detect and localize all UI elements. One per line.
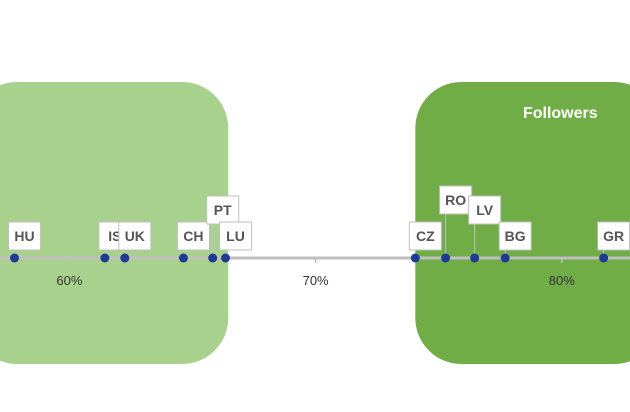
country-label-is: IS bbox=[108, 228, 121, 244]
zones: Followers bbox=[0, 82, 630, 364]
marker-bg bbox=[500, 253, 510, 263]
zone-title-followers: Followers bbox=[523, 105, 598, 122]
country-label-pt: PT bbox=[214, 202, 232, 218]
marker-is bbox=[100, 253, 110, 263]
country-label-lu: LU bbox=[226, 228, 245, 244]
label-box-ch bbox=[176, 221, 210, 251]
label-box-gr bbox=[597, 221, 630, 251]
label-box-lu bbox=[219, 221, 253, 251]
marker-ro bbox=[441, 253, 451, 263]
labels: HUISUKCHPTLUCZROLVBGGRH bbox=[8, 185, 630, 251]
ticks: 60% 70% 80% bbox=[56, 258, 575, 288]
marker-uk bbox=[120, 253, 130, 263]
marker-lv bbox=[470, 253, 480, 263]
country-label-uk: UK bbox=[125, 228, 145, 244]
marker-hu bbox=[10, 253, 20, 263]
country-label-ro: RO bbox=[445, 192, 466, 208]
marker-gr bbox=[599, 253, 609, 263]
marker-ch bbox=[178, 253, 188, 263]
label-box-bg bbox=[498, 221, 532, 251]
tick-label-70-: 70% bbox=[303, 273, 329, 288]
marker-cz bbox=[410, 253, 420, 263]
country-label-bg: BG bbox=[505, 228, 526, 244]
label-box-pt bbox=[206, 195, 240, 225]
label-box-hu bbox=[8, 221, 42, 251]
markers bbox=[10, 253, 609, 263]
country-label-cz: CZ bbox=[416, 228, 435, 244]
country-label-hu: HU bbox=[14, 228, 34, 244]
country-label-gr: GR bbox=[603, 228, 624, 244]
tick-label-60-: 60% bbox=[56, 273, 82, 288]
label-box-lv bbox=[468, 195, 502, 225]
country-label-ch: CH bbox=[183, 228, 203, 244]
marker-pt bbox=[208, 253, 218, 263]
label-box-cz bbox=[408, 221, 442, 251]
tick-label-80-: 80% bbox=[549, 273, 575, 288]
label-box-uk bbox=[118, 221, 152, 251]
label-box-ro bbox=[439, 185, 473, 215]
country-label-lv: LV bbox=[476, 202, 494, 218]
marker-lu bbox=[221, 253, 231, 263]
leaders bbox=[14, 214, 605, 254]
